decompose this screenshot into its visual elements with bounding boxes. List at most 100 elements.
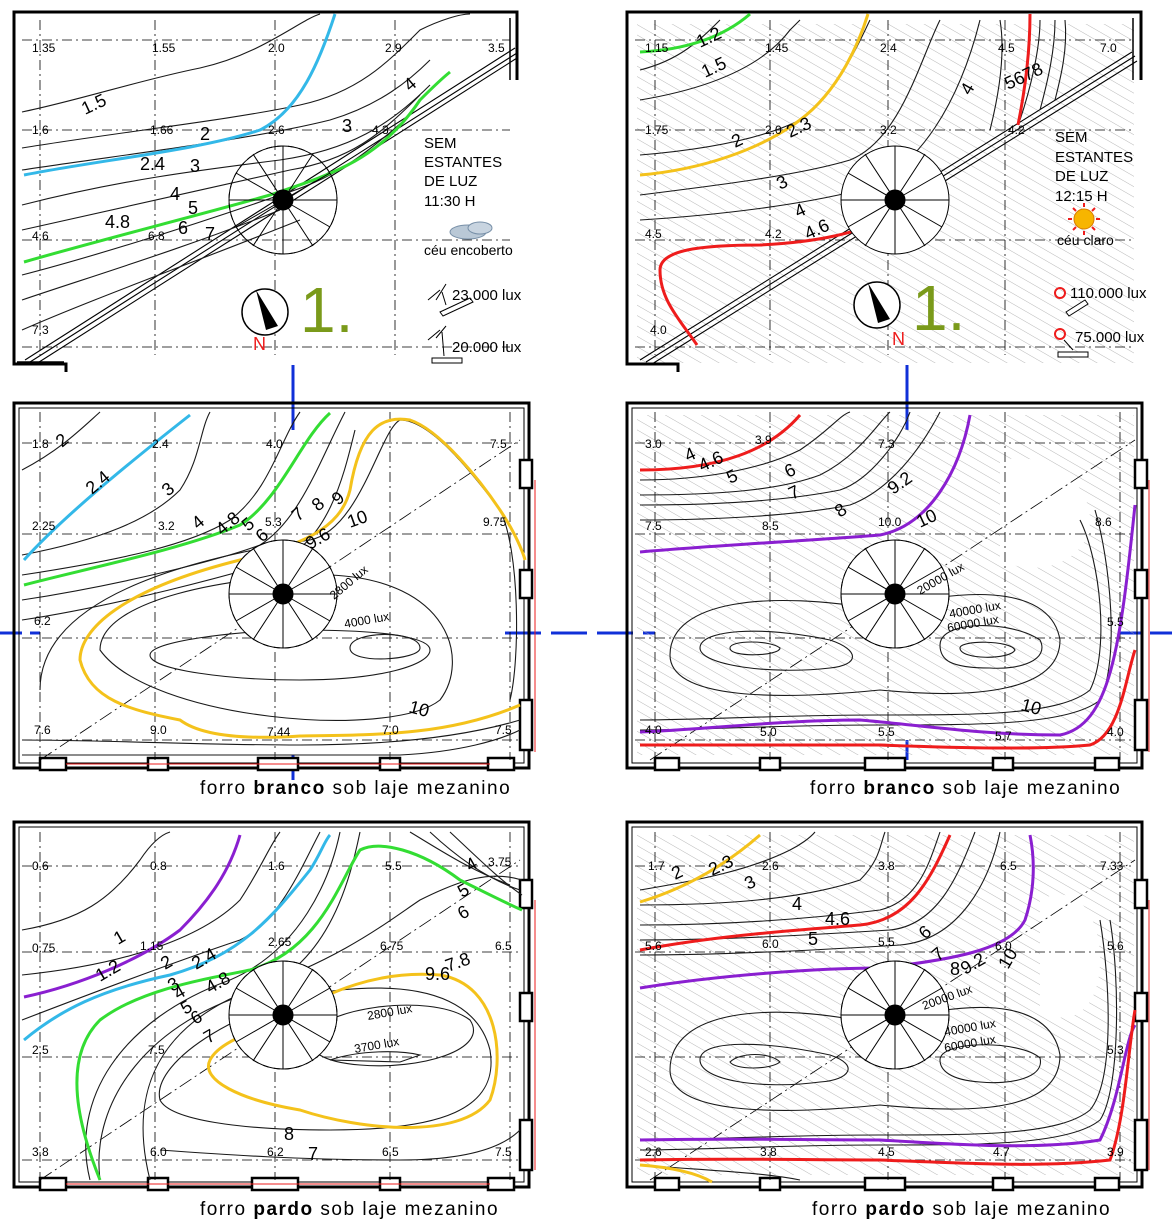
- svg-text:6.5: 6.5: [1000, 859, 1017, 873]
- contour-label: 4: [400, 73, 421, 95]
- svg-text:4.2: 4.2: [1008, 123, 1025, 137]
- value-label: 4.6: [32, 229, 49, 243]
- svg-text:4: 4: [188, 511, 209, 533]
- svg-text:5: 5: [808, 929, 818, 949]
- green-contour: [23, 411, 332, 587]
- caption-bottom-right: forro pardo sob laje mezanino: [812, 1199, 1112, 1220]
- lux-outdoor: 23.000 lux: [452, 287, 522, 304]
- svg-text:1: 1: [110, 926, 129, 948]
- green-contour: [639, 12, 751, 54]
- svg-text:4.5: 4.5: [645, 227, 662, 241]
- svg-text:7.6: 7.6: [34, 723, 51, 737]
- spiral-stair: [228, 145, 338, 255]
- svg-text:7.5: 7.5: [645, 519, 662, 533]
- spiral-stair: [840, 960, 950, 1070]
- svg-text:3.8: 3.8: [32, 1145, 49, 1159]
- caption-mid-left: forro branco sob laje mezanino: [200, 778, 512, 799]
- svg-text:5.3: 5.3: [265, 515, 282, 529]
- grid-values: 1.35 1.55 2.0 2.9 3.5 1.6 1.66 2.6 4.3 4…: [32, 41, 505, 337]
- panel-bottom-left: 0.6 0.8 1.6 5.5 3.75 0.75 1.15 2.65 6.75…: [12, 820, 536, 1192]
- yellow-contour: [78, 417, 527, 739]
- svg-text:3.9: 3.9: [755, 433, 772, 447]
- panel-top-right: 1.15 1.45 2.4 4.5 7.0 1.75 2.0 3.2 4.2 4…: [625, 10, 1147, 372]
- lux-horizontal: 75.000 lux: [1075, 329, 1145, 346]
- svg-text:5.5: 5.5: [878, 935, 895, 949]
- svg-text:1.8: 1.8: [32, 437, 49, 451]
- svg-text:7.44: 7.44: [267, 725, 291, 739]
- grid-values: 1.15 1.45 2.4 4.5 7.0 1.75 2.0 3.2 4.2 4…: [645, 41, 1117, 337]
- yellow-contour-bottom: [639, 1163, 713, 1184]
- purple-contour-bottom: [639, 1024, 1137, 1148]
- svg-text:5: 5: [454, 879, 473, 901]
- yellow-contour: [639, 833, 761, 904]
- svg-text:8.5: 8.5: [762, 519, 779, 533]
- svg-text:6.5: 6.5: [495, 939, 512, 953]
- svg-text:2.25: 2.25: [32, 519, 56, 533]
- svg-text:DE LUZ: DE LUZ: [1055, 168, 1108, 185]
- svg-text:2.4: 2.4: [880, 41, 897, 55]
- svg-text:4: 4: [462, 853, 481, 875]
- svg-text:4.0: 4.0: [1107, 725, 1124, 739]
- svg-text:11:30 H: 11:30 H: [424, 193, 475, 210]
- contour-lines: [639, 411, 1112, 731]
- svg-text:1.15: 1.15: [645, 41, 669, 55]
- svg-text:4: 4: [792, 894, 802, 914]
- svg-text:SEM: SEM: [1055, 129, 1088, 146]
- contour-label: 1.5: [78, 90, 109, 119]
- value-label: 7.3: [32, 323, 49, 337]
- svg-text:6.75: 6.75: [380, 939, 404, 953]
- contour-label: 2.4: [140, 154, 165, 174]
- svg-text:SEM: SEM: [424, 135, 457, 152]
- svg-text:4.5: 4.5: [878, 1145, 895, 1159]
- room-outline: [12, 10, 519, 372]
- svg-text:10: 10: [407, 697, 432, 722]
- contour-label: 6: [178, 218, 188, 238]
- red-contour-bottom: [639, 1009, 1137, 1166]
- svg-text:0.75: 0.75: [32, 941, 56, 955]
- cyan-contour: [23, 833, 332, 1042]
- cloud-icon: [449, 221, 493, 240]
- svg-text:7: 7: [288, 503, 309, 525]
- value-label: 2.6: [268, 123, 285, 137]
- svg-text:1.7: 1.7: [648, 859, 665, 873]
- svg-text:DE LUZ: DE LUZ: [424, 173, 477, 190]
- svg-text:4.5: 4.5: [998, 41, 1015, 55]
- svg-text:5.0: 5.0: [760, 725, 777, 739]
- svg-text:2: 2: [52, 429, 73, 451]
- north-arrow-icon: [853, 281, 901, 329]
- svg-text:1.75: 1.75: [645, 123, 669, 137]
- north-label: N: [892, 329, 905, 349]
- svg-text:5.3: 5.3: [1107, 1043, 1124, 1057]
- sun-icon: [1068, 203, 1100, 235]
- contour-label: 3: [190, 156, 200, 176]
- grid-values: 0.6 0.8 1.6 5.5 3.75 0.75 1.15 2.65 6.75…: [32, 855, 512, 1159]
- purple-contour: [23, 834, 242, 999]
- red-contour: [639, 834, 952, 952]
- svg-text:5.5: 5.5: [1107, 615, 1124, 629]
- svg-text:8: 8: [950, 959, 960, 979]
- value-label: 1.6: [32, 123, 49, 137]
- svg-text:7: 7: [308, 1144, 318, 1164]
- north-label: N: [253, 334, 266, 354]
- contour-label: 4: [170, 184, 180, 204]
- lux-labels: 2800 lux 4000 lux: [327, 562, 390, 631]
- value-label: 1.55: [152, 41, 176, 55]
- spiral-stair: [840, 539, 950, 649]
- svg-text:4.8: 4.8: [202, 968, 234, 998]
- lux-horizontal: 20.000 lux: [452, 339, 522, 356]
- svg-text:7.5: 7.5: [495, 1145, 512, 1159]
- value-label: 6.8: [148, 229, 165, 243]
- svg-text:2.6: 2.6: [762, 859, 779, 873]
- svg-text:5.5: 5.5: [878, 725, 895, 739]
- red-contour-bottom: [640, 649, 1137, 750]
- lux-meter-icon: [427, 283, 474, 364]
- panel-mid-left: 1.8 2.4 4.0 7.5 2.25 3.2 5.3 9.75 6.2 7.…: [12, 401, 536, 772]
- svg-text:4.6: 4.6: [825, 909, 850, 929]
- svg-text:3.8: 3.8: [878, 859, 895, 873]
- contour-lines: [21, 13, 471, 331]
- svg-text:3.8: 3.8: [760, 1145, 777, 1159]
- svg-text:6: 6: [454, 901, 473, 923]
- value-label: 1.66: [150, 123, 174, 137]
- contour-label: 5: [188, 198, 198, 218]
